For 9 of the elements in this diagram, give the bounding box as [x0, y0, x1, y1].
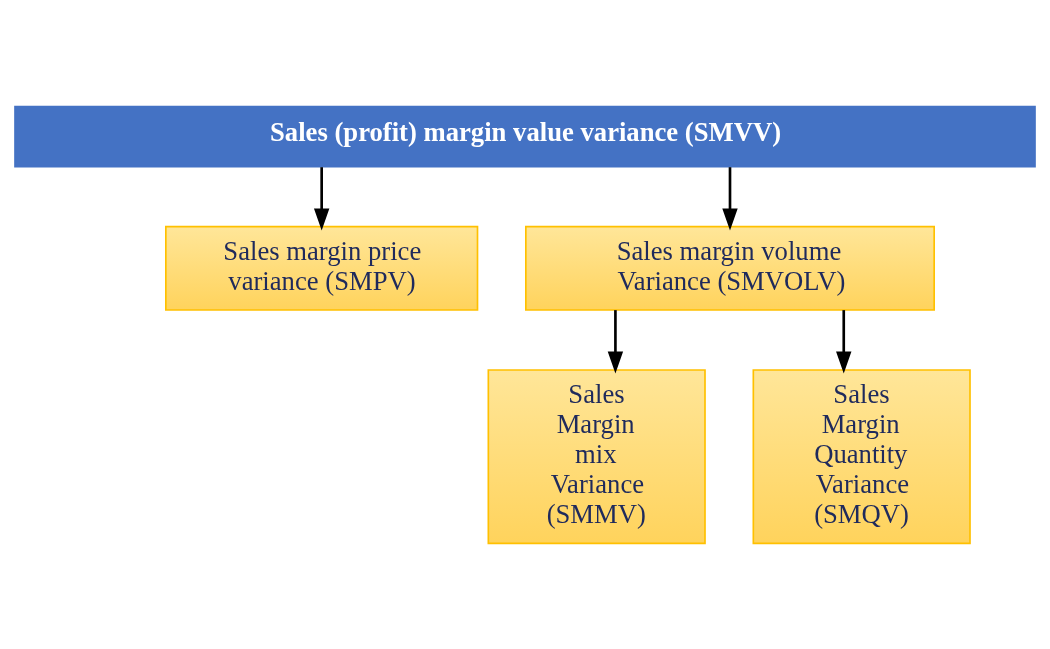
node-box: Sales (profit) margin value variance (SMVV) — [14, 105, 1036, 167]
arrow — [607, 309, 624, 373]
node-box: Sales margin price variance (SMPV) — [165, 225, 479, 311]
arrow — [313, 166, 330, 231]
node-box: Sales margin volume Variance (SMVOLV) — [525, 225, 935, 311]
node-box: Sales Margin Quantity Variance (SMQV) — [752, 368, 971, 544]
arrow — [836, 309, 852, 373]
arrow — [722, 166, 738, 231]
node-box: Sales Margin mix Variance (SMMV) — [487, 368, 706, 544]
